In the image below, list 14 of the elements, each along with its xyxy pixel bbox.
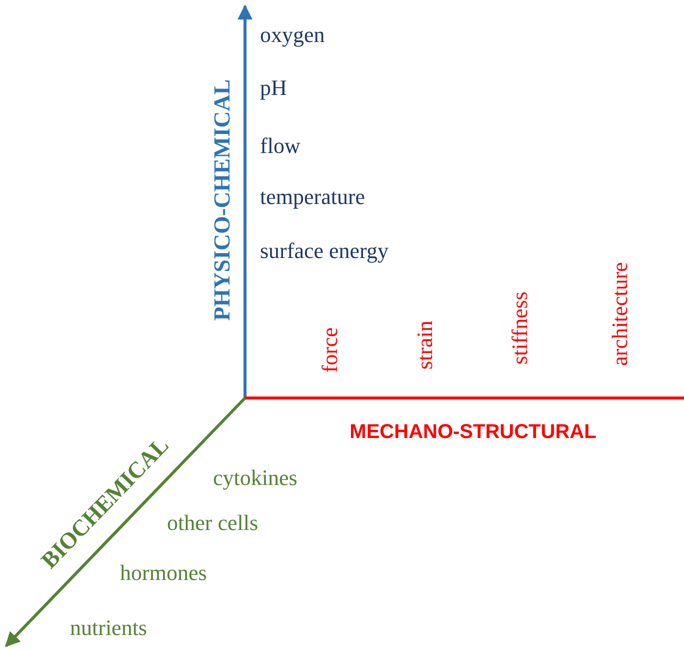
factor-label: architecture <box>608 262 632 366</box>
factor-label: temperature <box>260 185 366 210</box>
factor-label: cytokines <box>213 466 298 490</box>
factor-label: nutrients <box>70 616 147 640</box>
factor-label: other cells <box>167 511 258 535</box>
axis-title: MECHANO-STRUCTURAL <box>350 421 596 443</box>
factor-label: flow <box>260 134 300 158</box>
factor-label: oxygen <box>260 23 325 48</box>
factor-label: force <box>318 327 342 373</box>
factor-label: surface energy <box>260 239 388 264</box>
factor-label: pH <box>260 76 287 100</box>
axis-title: PHYSICO-CHEMICAL <box>209 79 235 321</box>
factor-label: strain <box>412 320 438 370</box>
factor-label: stiffness <box>508 292 532 364</box>
